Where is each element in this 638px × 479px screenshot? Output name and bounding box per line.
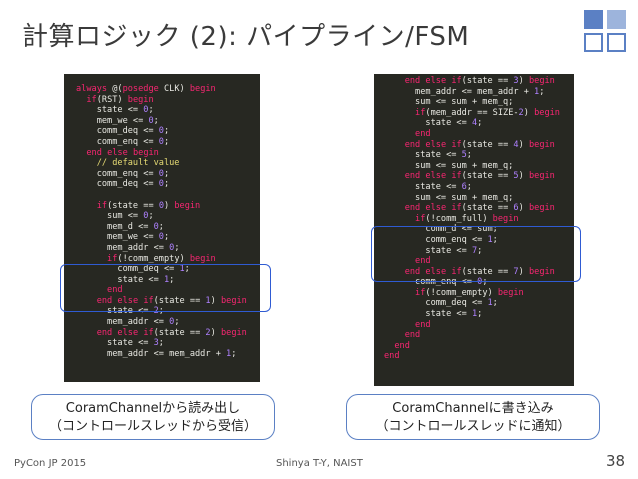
code-line: mem_we <= 0;	[76, 115, 159, 126]
code-line: end else if(state == 1) begin	[96, 295, 247, 306]
code-line: mem_addr <= 0;	[76, 317, 180, 328]
code-line: state <= 6;	[384, 181, 472, 192]
code-line: end	[404, 330, 421, 341]
logo-square-2	[607, 10, 626, 29]
slide-title: 計算ロジック (2): パイプライン/FSM	[22, 22, 470, 52]
highlight-box-left	[60, 264, 271, 312]
code-line: sum <= sum + mem_q;	[384, 160, 514, 171]
code-line: end else if(state == 4) begin	[404, 139, 555, 150]
code-line: state <= 7;	[384, 245, 483, 256]
code-line: state <= 4;	[384, 118, 483, 129]
code-line: sum <= sum + mem_q;	[384, 192, 514, 203]
code-line: comm_enq <= 0;	[384, 277, 488, 288]
code-line	[76, 190, 260, 201]
code-panel-left: always @(posedge CLK) begin if(RST) begi…	[64, 74, 260, 382]
logo-grid-icon	[584, 10, 628, 54]
code-line: if(mem_addr == SIZE-2) begin	[415, 107, 560, 118]
callout-left: CoramChannelから読み出し （コントロールスレッドから受信）	[31, 394, 275, 440]
code-line: mem_addr <= mem_addr + 1;	[76, 348, 237, 359]
code-line: end	[415, 256, 431, 267]
code-line: sum <= sum + mem_q;	[384, 97, 514, 108]
code-line: state <= 1;	[384, 309, 483, 320]
code-line: end	[384, 351, 400, 362]
code-line: comm_enq <= 1;	[384, 234, 498, 245]
code-line: end else if(state == 2) begin	[96, 327, 247, 338]
code-line: end	[107, 285, 123, 296]
code-line: mem_addr <= 0;	[76, 242, 180, 253]
footer-author: Shinya T-Y, NAIST	[276, 458, 363, 469]
highlight-box-right	[371, 226, 581, 282]
code-line: // default value	[96, 158, 180, 169]
code-line: comm_enq <= 0;	[76, 136, 170, 147]
code-line: if(RST) begin	[86, 94, 154, 105]
code-line: end	[415, 128, 431, 139]
callout-left-line2: （コントロールスレッドから受信）	[48, 419, 257, 434]
logo-square-1	[584, 10, 603, 29]
code-line: end	[394, 340, 410, 351]
code-line: end else begin	[86, 147, 159, 158]
code-line: state <= 3;	[76, 338, 164, 349]
logo-square-4	[607, 33, 626, 52]
callout-right-line2: （コントロールスレッドに通知）	[375, 419, 571, 434]
code-line: comm_deq <= 1;	[384, 298, 498, 309]
code-line: always @(posedge CLK) begin	[76, 84, 216, 94]
code-line: state <= 0;	[76, 105, 154, 116]
logo-square-3	[584, 33, 603, 52]
code-line: if(!comm_full) begin	[415, 213, 519, 224]
page-number: 38	[606, 452, 626, 470]
code-line: comm_d <= sum;	[384, 224, 498, 235]
code-line: comm_deq <= 0;	[76, 179, 170, 190]
code-line: mem_addr <= mem_addr + 1;	[384, 86, 545, 97]
code-line: comm_deq <= 1;	[76, 264, 190, 275]
code-line: state <= 5;	[384, 150, 472, 161]
code-line: end	[415, 319, 431, 330]
code-line: comm_enq <= 0;	[76, 168, 170, 179]
code-line: end else if(state == 7) begin	[404, 266, 555, 277]
code-line: state <= 1;	[76, 274, 175, 285]
code-line: mem_d <= 0;	[76, 221, 164, 232]
code-panel-right: end else if(state == 3) begin mem_addr <…	[374, 74, 574, 386]
code-line: if(!comm_empty) begin	[415, 287, 524, 298]
callout-left-line1: CoramChannelから読み出し	[65, 401, 241, 416]
code-line: mem_we <= 0;	[76, 232, 170, 243]
code-line: if(!comm_empty) begin	[107, 253, 216, 264]
footer-event: PyCon JP 2015	[14, 458, 87, 469]
code-line: sum <= 0;	[76, 211, 154, 222]
code-line: comm_deq <= 0;	[76, 126, 170, 137]
code-line: end else if(state == 3) begin	[404, 76, 555, 86]
code-line: end else if(state == 5) begin	[404, 171, 555, 182]
callout-right: CoramChannelに書き込み （コントロールスレッドに通知）	[346, 394, 600, 440]
code-line: end else if(state == 6) begin	[404, 203, 555, 214]
callout-right-line1: CoramChannelに書き込み	[392, 401, 554, 416]
code-line: if(state == 0) begin	[96, 200, 201, 211]
